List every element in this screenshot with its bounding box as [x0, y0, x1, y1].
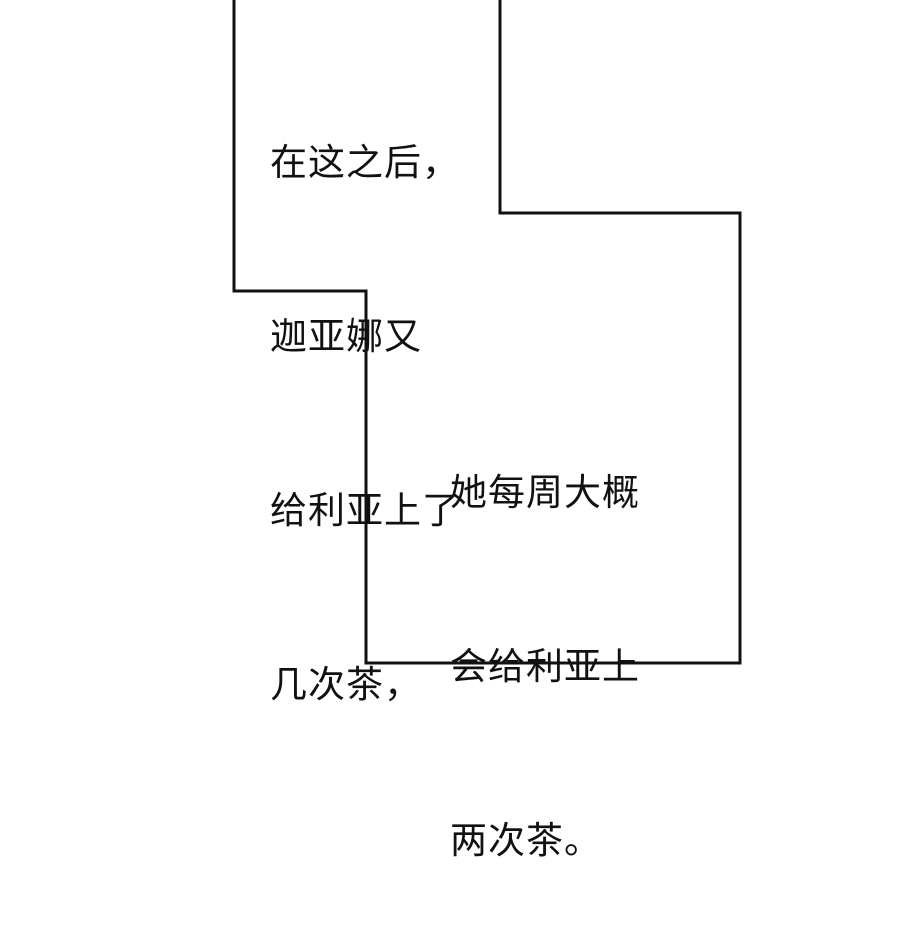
caption-line: 会给利亚上 [450, 645, 640, 688]
caption-line: 给利亚上了 [270, 489, 460, 532]
caption-line: 在这之后， [270, 141, 460, 184]
caption-line: 几次茶， [270, 663, 422, 706]
caption-box-outline [232, 0, 742, 665]
caption-line: 迦亚娜又 [270, 315, 422, 358]
caption-line: 两次茶。 [450, 819, 602, 862]
caption-box-2-text: 她每周大概 会给利亚上 两次茶。 [450, 348, 640, 928]
caption-box-1-text: 在这之后， 迦亚娜又 给利亚上了 几次茶， [270, 18, 460, 772]
caption-line: 她每周大概 [450, 471, 640, 514]
caption-box-border [232, 0, 742, 665]
